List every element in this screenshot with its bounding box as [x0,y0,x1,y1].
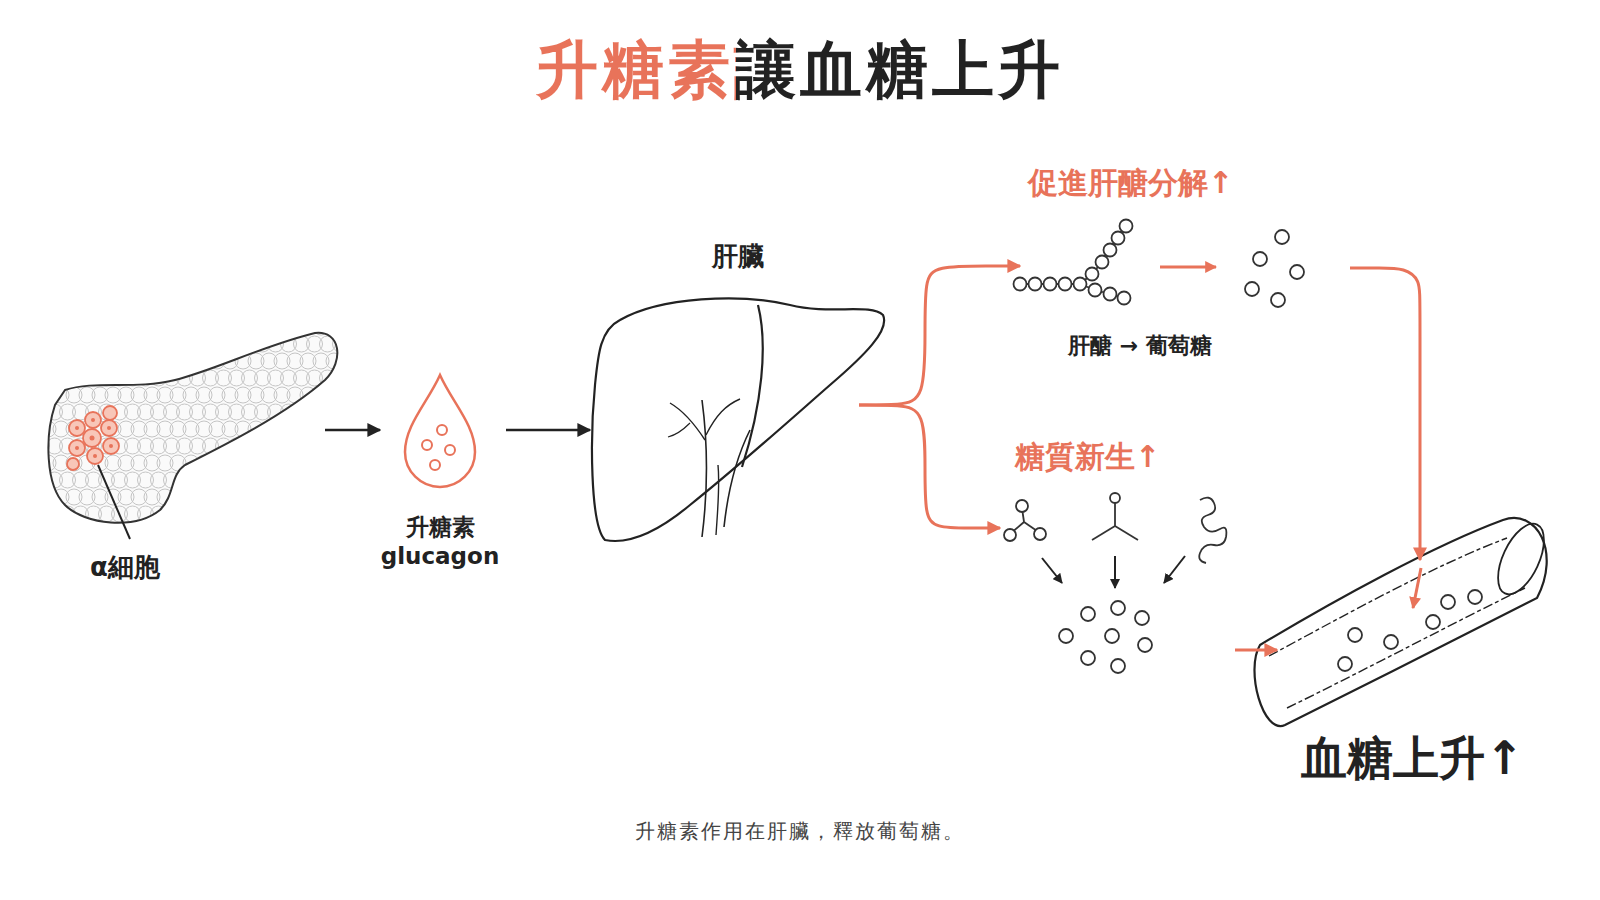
glycogenolysis-node: 促進肝醣分解↑ 肝醣 → 葡萄糖 [1020,162,1350,367]
precursor-molecules [1004,493,1226,673]
node-sublabel: 肝醣 → 葡萄糖 [1068,332,1212,360]
diagram-title: 升糖素讓血糖上升 [536,33,1064,106]
node-label: 肝臟 [590,240,885,273]
caption-block: 升糖素作用在肝臟，釋放葡萄糖。 [0,818,1600,845]
flow-arrow [1350,268,1420,560]
liver-node: 肝臟 [590,235,889,550]
pancreas-node: α細胞 [35,325,325,590]
blood-vessel-node: 血糖上升↑ [1275,560,1554,795]
liver [592,298,884,541]
gluconeogenesis-node: 糖質新生↑ [1000,438,1235,683]
node-label: α細胞 [90,551,160,584]
diagram-caption: 升糖素作用在肝臟，釋放葡萄糖。 [635,819,965,843]
title-block: 升糖素讓血糖上升 [0,28,1600,112]
blood-vessel [1254,517,1553,726]
flow-arrow [1235,649,1277,652]
alpha-cells [67,406,119,470]
node-label: 糖質新生↑ [1015,438,1160,476]
glucagon-drop [405,375,475,487]
node-label: 升糖素 glucagon [380,513,500,571]
flow-arrow [859,405,1000,528]
pancreas [27,319,349,539]
flow-arrow [325,429,380,432]
node-label: 血糖上升↑ [1275,730,1550,788]
leader-line [98,465,130,539]
flow-arrow [506,429,590,432]
node-label: 促進肝醣分解↑ [1028,164,1233,202]
flow-arrow [859,266,1020,405]
hormone-node: 升糖素 glucagon [380,370,504,585]
glycogen-molecules [1014,220,1305,308]
